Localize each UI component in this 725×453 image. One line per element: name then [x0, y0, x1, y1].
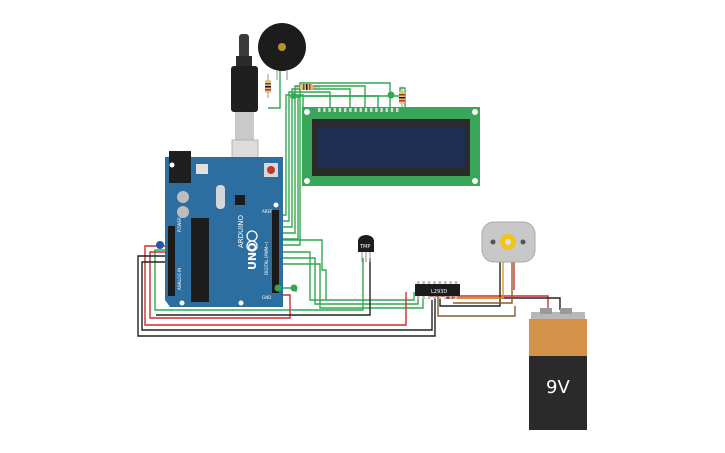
chip-pin[interactable]	[449, 281, 452, 285]
arduino-uno-board[interactable]: ARDUINO UNO POWER ANALOG IN DIGITAL (PWM…	[165, 151, 283, 307]
usb-chip	[235, 195, 245, 205]
wire-green[interactable]	[279, 257, 419, 305]
wire-green[interactable]	[279, 239, 327, 300]
digital-header[interactable]	[272, 210, 279, 293]
wire-black[interactable]	[156, 258, 371, 316]
chip-pin[interactable]	[417, 295, 420, 299]
lcd-pin[interactable]	[370, 108, 373, 112]
wire-green[interactable]	[279, 85, 366, 234]
capacitor	[177, 206, 189, 218]
digital-header-label: DIGITAL (PWM~)	[264, 241, 269, 275]
motor-driver-ic[interactable]: L293D	[415, 281, 460, 299]
wire-red[interactable]	[144, 245, 407, 326]
junction-dot	[387, 91, 395, 99]
wires	[137, 62, 561, 337]
motor-driver-label: L293D	[431, 289, 447, 295]
wire-green[interactable]	[279, 94, 304, 216]
junction-dot	[274, 284, 282, 292]
dc-motor[interactable]	[481, 221, 536, 263]
infinity-logo	[246, 240, 258, 252]
crystal	[216, 185, 225, 209]
lcd-pin[interactable]	[364, 108, 368, 112]
piezo-buzzer[interactable]	[258, 23, 306, 80]
wire-black[interactable]	[137, 255, 436, 337]
chip-pin[interactable]	[438, 281, 442, 285]
chip-pin[interactable]	[454, 281, 458, 285]
lcd-pin[interactable]	[344, 108, 347, 112]
lcd-pin[interactable]	[354, 108, 357, 112]
lcd-pin[interactable]	[380, 108, 383, 112]
lcd-pin[interactable]	[318, 108, 321, 112]
chip-pin[interactable]	[444, 295, 447, 299]
wire-green[interactable]	[279, 263, 424, 309]
battery-9v[interactable]: 9V	[529, 308, 587, 430]
chip-pin[interactable]	[444, 281, 447, 285]
lcd-pin[interactable]	[375, 108, 378, 112]
chip-pin[interactable]	[422, 281, 425, 285]
chip-pin[interactable]	[449, 295, 452, 299]
lcd-pin[interactable]	[390, 108, 394, 112]
regulator	[196, 164, 208, 174]
wire-orange[interactable]	[453, 262, 504, 299]
atmega-chip	[191, 218, 209, 302]
chip-pin[interactable]	[433, 295, 436, 299]
lcd-pin-header	[318, 108, 399, 112]
chip-pin[interactable]	[427, 295, 431, 299]
lcd-pin[interactable]	[359, 108, 362, 112]
lcd-pin[interactable]	[323, 108, 326, 112]
mount-hole	[179, 300, 185, 306]
battery-label: 9V	[546, 377, 570, 398]
lcd-display[interactable]	[302, 107, 480, 186]
power-header-label: POWER	[177, 217, 182, 232]
wire-green[interactable]	[279, 95, 379, 240]
power-jack	[169, 151, 191, 183]
chip-pin[interactable]	[417, 281, 420, 285]
wire-green[interactable]	[279, 91, 331, 222]
power-analog-header[interactable]	[168, 226, 175, 296]
battery-terminal-cap	[531, 312, 585, 320]
wire-black[interactable]	[141, 261, 433, 331]
resistor-lcd-backlight[interactable]	[399, 86, 405, 110]
chip-pins	[417, 281, 458, 299]
mount-hole	[238, 300, 244, 306]
lcd-pin[interactable]	[338, 108, 342, 112]
sensor-label: TMP	[359, 244, 370, 250]
junction-dot	[291, 93, 297, 99]
wire-green[interactable]	[279, 251, 415, 301]
junction-dot	[156, 241, 164, 249]
wire-red[interactable]	[430, 295, 549, 310]
wire-green[interactable]	[154, 249, 364, 311]
reset-button-cap[interactable]	[267, 166, 275, 174]
lcd-pin[interactable]	[328, 108, 331, 112]
chip-pin[interactable]	[438, 295, 442, 299]
resistor-lcd-contrast[interactable]	[294, 84, 320, 90]
gnd-label: GND	[262, 295, 271, 300]
temperature-sensor[interactable]: TMP	[358, 235, 374, 262]
chip-pin[interactable]	[454, 295, 458, 299]
chip-pin[interactable]	[433, 281, 436, 285]
wire-red[interactable]	[149, 251, 291, 319]
lcd-pin[interactable]	[349, 108, 352, 112]
lcd-pin[interactable]	[385, 108, 388, 112]
mount-hole	[273, 202, 279, 208]
battery-terminal	[560, 308, 572, 314]
junction-dot	[290, 284, 298, 292]
chip-pin[interactable]	[427, 281, 431, 285]
analog-header-label: ANALOG IN	[177, 268, 182, 290]
capacitor	[177, 191, 189, 203]
board-brand: ARDUINO	[237, 215, 245, 248]
resistor-buzzer[interactable]	[265, 74, 271, 98]
lcd-pin[interactable]	[333, 108, 336, 112]
chip-pin[interactable]	[422, 295, 425, 299]
wire-brown[interactable]	[437, 292, 516, 317]
mount-hole	[169, 162, 175, 168]
lcd-pin[interactable]	[396, 108, 399, 112]
wire-brown[interactable]	[453, 262, 513, 304]
aref-label: AREF	[262, 209, 273, 214]
battery-terminal	[540, 308, 552, 314]
